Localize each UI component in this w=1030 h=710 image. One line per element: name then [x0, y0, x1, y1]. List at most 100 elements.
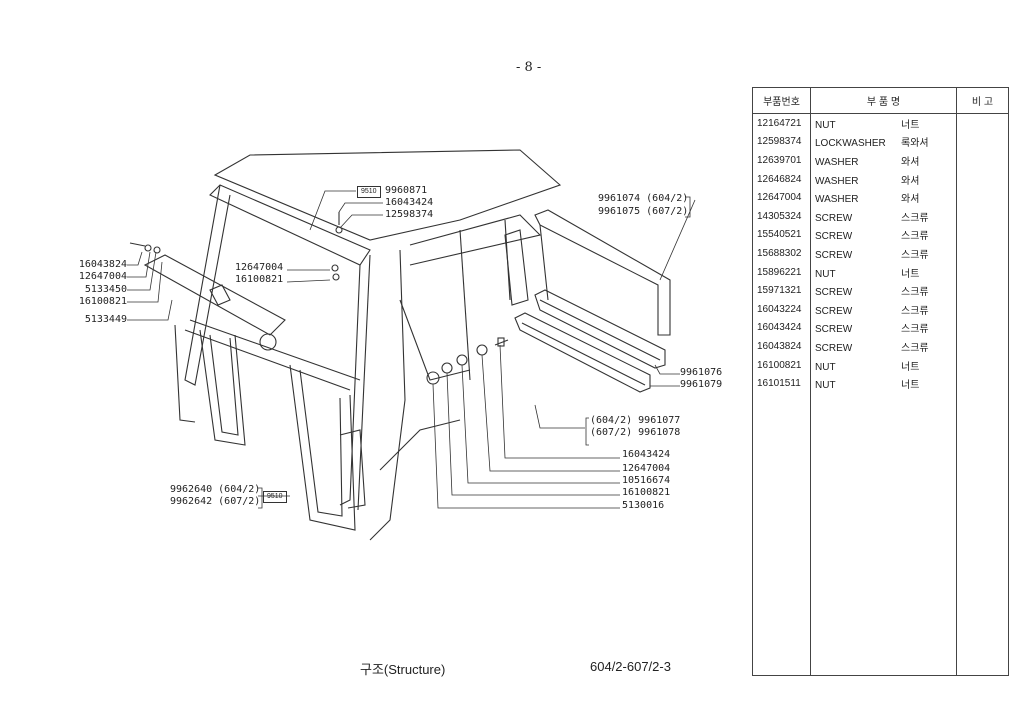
- callout-label: 9962640 (604/2): [170, 484, 261, 495]
- part-name: NUT 너트: [810, 113, 957, 133]
- part-name-en: SCREW: [815, 231, 853, 243]
- part-name-ko: 스크류: [901, 212, 929, 224]
- callout-label: 12598374: [385, 209, 434, 220]
- part-name-en: SCREW: [815, 287, 853, 299]
- remarks-cell: [957, 281, 1009, 300]
- page-number: - 8 -: [516, 60, 542, 75]
- callout-label: 12647004: [78, 271, 127, 282]
- part-name-en: SCREW: [815, 305, 853, 317]
- part-name-en: NUT: [815, 268, 836, 280]
- part-name-en: SCREW: [815, 249, 853, 261]
- part-name-ko: 와셔: [901, 156, 920, 168]
- part-name: NUT 너트: [810, 262, 957, 282]
- part-name-ko: 스크류: [901, 324, 929, 336]
- callout-label: 9961079: [680, 379, 723, 390]
- callout-label: 9961075 (607/2): [598, 206, 689, 217]
- part-name: WASHER 와셔: [810, 151, 957, 170]
- part-name-ko: 스크류: [901, 249, 929, 261]
- part-name-ko: 너트: [901, 119, 920, 131]
- part-name-en: NUT: [815, 361, 836, 373]
- part-name-ko: 스크류: [901, 231, 929, 243]
- part-number: 12639701: [752, 151, 811, 170]
- table-row: 16043824 SCREW 스크류: [752, 337, 1009, 356]
- remarks-cell: [957, 337, 1009, 356]
- part-name-ko: 와셔: [901, 194, 920, 206]
- part-name-ko: 록와셔: [901, 138, 929, 150]
- callout-label: 9960871: [385, 185, 428, 196]
- table-row: 16043224 SCREW 스크류: [752, 299, 1009, 319]
- table-row: 15971321 SCREW 스크류: [752, 281, 1009, 300]
- part-number: 14305324: [752, 206, 811, 226]
- part-name: SCREW 스크류: [810, 337, 957, 356]
- empty-cell: [752, 392, 811, 676]
- part-number: 15971321: [752, 281, 811, 300]
- part-name-ko: 너트: [901, 268, 920, 280]
- part-name-ko: 너트: [901, 380, 920, 392]
- part-name: SCREW 스크류: [810, 281, 957, 300]
- part-name-en: WASHER: [815, 175, 859, 187]
- remarks-cell: [957, 170, 1009, 189]
- callout-label: 5130016: [622, 500, 665, 511]
- callout-label: 10516674: [622, 475, 671, 486]
- remarks-cell: [957, 151, 1009, 170]
- model-code: 604/2-607/2-3: [590, 659, 671, 674]
- callout-label: (607/2) 9961078: [590, 427, 681, 438]
- remarks-cell: [957, 263, 1009, 282]
- part-number: 16043424: [752, 318, 811, 338]
- remarks-cell: [957, 188, 1009, 207]
- callout-label: 9961076: [680, 367, 723, 378]
- table-row: 12646824 WASHER 와셔: [752, 169, 1009, 189]
- part-number: 16101511: [752, 374, 811, 393]
- part-name: SCREW 스크류: [810, 299, 957, 319]
- remarks-cell: [957, 114, 1009, 133]
- callout-label: 5133449: [84, 314, 127, 325]
- part-name: WASHER 와셔: [810, 169, 957, 189]
- table-row: 12639701 WASHER 와셔: [752, 151, 1009, 170]
- callout-label: 9961074 (604/2): [598, 193, 689, 204]
- part-number: 15540521: [752, 225, 811, 245]
- part-name-en: WASHER: [815, 156, 859, 168]
- remarks-cell: [957, 374, 1009, 393]
- callout-label: 5133450: [84, 284, 127, 295]
- callout-label: 16043424: [385, 197, 434, 208]
- table-row: 12647004 WASHER 와셔: [752, 188, 1009, 207]
- remarks-cell: [957, 244, 1009, 263]
- callout-label: 16043824: [78, 259, 127, 270]
- callout-label: 12647004: [622, 463, 671, 474]
- part-number: 12646824: [752, 169, 811, 189]
- part-number: 16043824: [752, 337, 811, 356]
- header-part-name: 부 품 명: [810, 87, 957, 114]
- callout-label: 16043424: [622, 449, 671, 460]
- group-code-box: 9510: [263, 491, 287, 503]
- part-name: SCREW 스크류: [810, 225, 957, 245]
- remarks-cell: [957, 356, 1009, 375]
- part-number: 16043224: [752, 299, 811, 319]
- remarks-cell: [957, 319, 1009, 338]
- part-name-en: WASHER: [815, 194, 859, 206]
- table-filler: [752, 392, 1009, 676]
- part-number: 12647004: [752, 188, 811, 207]
- part-name-en: SCREW: [815, 342, 853, 354]
- diagram-caption: 구조(Structure): [360, 662, 446, 677]
- callout-label: 16100821: [78, 296, 127, 307]
- remarks-cell: [957, 207, 1009, 226]
- part-name-en: NUT: [815, 119, 836, 131]
- part-name-ko: 와셔: [901, 175, 920, 187]
- part-name: WASHER 와셔: [810, 188, 957, 207]
- part-name-ko: 스크류: [901, 342, 929, 354]
- header-remarks: 비 고: [956, 87, 1009, 114]
- part-name-ko: 스크류: [901, 305, 929, 317]
- part-name-ko: 스크류: [901, 287, 929, 299]
- callout-label: 12647004: [235, 262, 284, 273]
- empty-cell: [810, 392, 957, 676]
